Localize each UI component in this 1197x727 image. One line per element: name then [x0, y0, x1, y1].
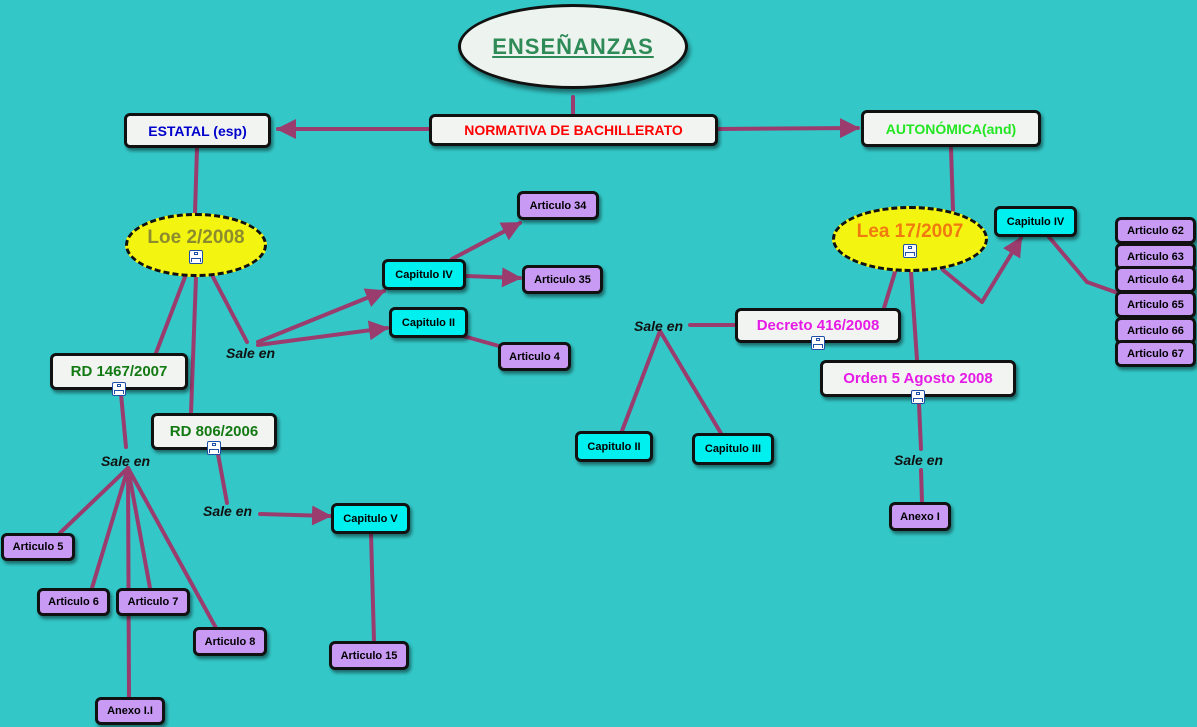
articulo-4[interactable]: Articulo 4 [498, 342, 571, 371]
capitulo-label: Capitulo II [401, 316, 456, 329]
articulo-label: Articulo 8 [204, 635, 256, 648]
autonomica-text: AUTONÓMICA(and) [885, 120, 1017, 137]
articulo-label: Articulo 15 [340, 649, 398, 662]
rd1467-text: RD 1467/2007 [70, 363, 168, 380]
articulo-15[interactable]: Articulo 15 [329, 641, 409, 670]
articulo-label: Articulo 4 [509, 350, 560, 363]
anexo-i[interactable]: Anexo I [889, 502, 951, 531]
articulo-65[interactable]: Articulo 65 [1115, 291, 1196, 318]
estatal-text: ESTATAL (esp) [148, 122, 247, 139]
capitulo-iv-loe[interactable]: Capitulo IV [382, 259, 466, 290]
articulo-5[interactable]: Articulo 5 [1, 533, 75, 561]
document-icon[interactable] [811, 336, 825, 350]
articulo-64[interactable]: Articulo 64 [1115, 266, 1196, 293]
sale-en-label: Sale en [634, 318, 684, 334]
capitulo-ii-loe[interactable]: Capitulo II [389, 307, 468, 338]
anexo-label: Anexo I [900, 510, 940, 523]
articulo-6[interactable]: Articulo 6 [37, 588, 110, 616]
articulo-34[interactable]: Articulo 34 [517, 191, 599, 220]
capitulo-label: Capitulo IV [395, 268, 453, 281]
title-text: ENSEÑANZAS [492, 33, 654, 59]
loe-node[interactable]: Loe 2/2008 [125, 213, 267, 277]
articulo-label: Articulo 5 [12, 541, 64, 553]
capitulo-label: Capitulo II [587, 440, 641, 453]
loe-text: Loe 2/2008 [147, 226, 245, 248]
document-icon[interactable] [189, 249, 203, 264]
capitulo-label: Capitulo V [343, 512, 398, 525]
capitulo-label: Capitulo IV [1006, 215, 1065, 228]
normativa-text: NORMATIVA DE BACHILLERATO [464, 122, 683, 138]
articulo-label: Articulo 66 [1127, 324, 1184, 337]
articulo-label: Articulo 6 [48, 596, 99, 608]
capitulo-label: Capitulo III [704, 443, 762, 455]
articulo-label: Articulo 67 [1127, 347, 1184, 360]
capitulo-iii-decreto[interactable]: Capitulo III [692, 433, 774, 465]
articulo-67[interactable]: Articulo 67 [1115, 340, 1196, 367]
normativa-node[interactable]: NORMATIVA DE BACHILLERATO [429, 114, 718, 146]
capitulo-v-rd806[interactable]: Capitulo V [331, 503, 410, 534]
rd806-text: RD 806/2006 [169, 423, 259, 440]
articulo-label: Articulo 35 [534, 273, 591, 286]
autonomica-node[interactable]: AUTONÓMICA(and) [861, 110, 1041, 147]
capitulo-ii-decreto[interactable]: Capitulo II [575, 431, 653, 462]
anexo-label: Anexo I.I [107, 705, 153, 717]
sale-en-label: Sale en [203, 503, 253, 519]
document-icon[interactable] [903, 243, 917, 258]
sale-en-label: Sale en [894, 452, 944, 468]
articulo-label: Articulo 63 [1127, 250, 1184, 263]
sale-en-label: Sale en [101, 453, 151, 469]
capitulo-iv-lea[interactable]: Capitulo IV [994, 206, 1077, 237]
orden-text: Orden 5 Agosto 2008 [843, 370, 993, 387]
articulo-7[interactable]: Articulo 7 [116, 588, 190, 616]
articulo-label: Articulo 65 [1127, 298, 1184, 311]
document-icon[interactable] [911, 390, 925, 404]
orden-node[interactable]: Orden 5 Agosto 2008 [820, 360, 1016, 397]
articulo-label: Articulo 7 [127, 596, 179, 608]
articulo-35[interactable]: Articulo 35 [522, 265, 603, 294]
anexo-ii[interactable]: Anexo I.I [95, 697, 165, 725]
document-icon[interactable] [207, 441, 221, 455]
articulo-63[interactable]: Articulo 63 [1115, 243, 1196, 270]
title-node[interactable]: ENSEÑANZAS [458, 4, 688, 89]
articulo-8[interactable]: Articulo 8 [193, 627, 267, 656]
document-icon[interactable] [112, 382, 126, 396]
articulo-label: Articulo 34 [529, 199, 587, 212]
articulo-label: Articulo 62 [1127, 224, 1184, 237]
articulo-62[interactable]: Articulo 62 [1115, 217, 1196, 244]
decreto-text: Decreto 416/2008 [756, 317, 880, 334]
lea-node[interactable]: Lea 17/2007 [832, 206, 988, 272]
articulo-label: Articulo 64 [1127, 273, 1184, 286]
lea-text: Lea 17/2007 [856, 220, 964, 242]
estatal-node[interactable]: ESTATAL (esp) [124, 113, 271, 148]
sale-en-label: Sale en [226, 345, 276, 361]
